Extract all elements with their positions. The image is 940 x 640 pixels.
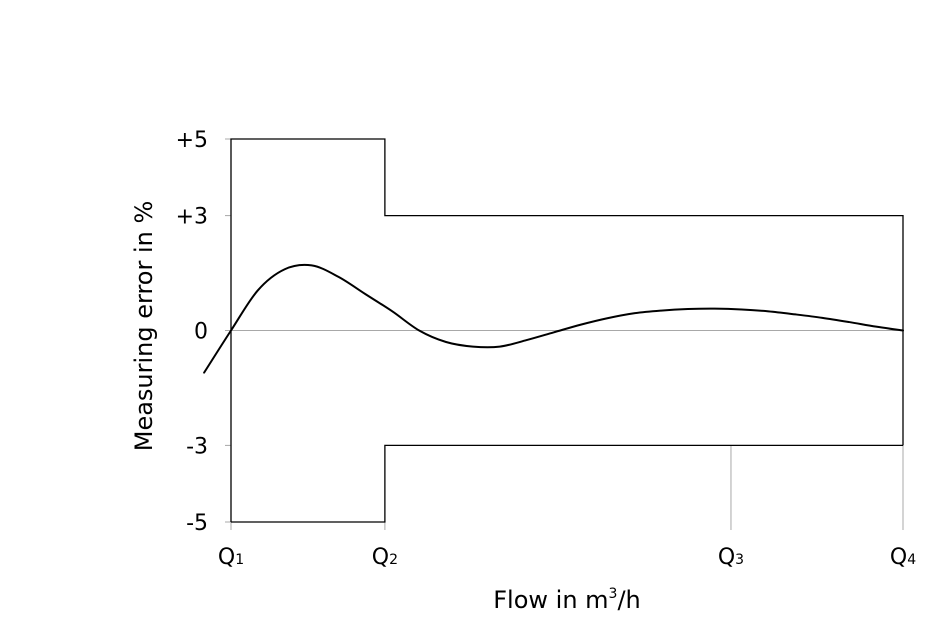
y-tick-label: +5 bbox=[176, 128, 208, 153]
x-tick-label-base: Q bbox=[718, 545, 735, 570]
reference-lines bbox=[225, 138, 904, 530]
x-tick-label-subscript: 3 bbox=[735, 552, 744, 568]
x-tick-label-base: Q bbox=[218, 545, 235, 570]
y-tick-label: -3 bbox=[186, 434, 208, 459]
x-tick-label-q1: Q1 bbox=[218, 545, 244, 570]
x-tick-label-subscript: 1 bbox=[235, 552, 244, 568]
x-tick-label-subscript: 4 bbox=[907, 552, 916, 568]
x-tick-label-q4: Q4 bbox=[890, 545, 916, 570]
x-tick-label-subscript: 2 bbox=[389, 552, 398, 568]
x-axis-title: Flow in m3/h bbox=[493, 586, 641, 614]
lower-tolerance-limit bbox=[231, 444, 903, 523]
y-axis-ticks: +5 +3 0 -3 -5 bbox=[176, 128, 208, 536]
y-tick-label: 0 bbox=[194, 320, 208, 345]
y-tick-label: -5 bbox=[186, 511, 208, 536]
x-tick-label-q3: Q3 bbox=[718, 545, 744, 570]
x-tick-label-q2: Q2 bbox=[372, 545, 398, 570]
y-tick-label: +3 bbox=[176, 205, 208, 230]
y-axis-title: Measuring error in % bbox=[130, 201, 158, 452]
x-tick-label-base: Q bbox=[890, 545, 907, 570]
measuring-error-curve bbox=[203, 263, 904, 374]
upper-tolerance-limit bbox=[230, 138, 904, 522]
tolerance-envelope bbox=[230, 138, 904, 523]
x-tick-label-base: Q bbox=[372, 545, 389, 570]
error-curve-layer bbox=[203, 263, 904, 374]
